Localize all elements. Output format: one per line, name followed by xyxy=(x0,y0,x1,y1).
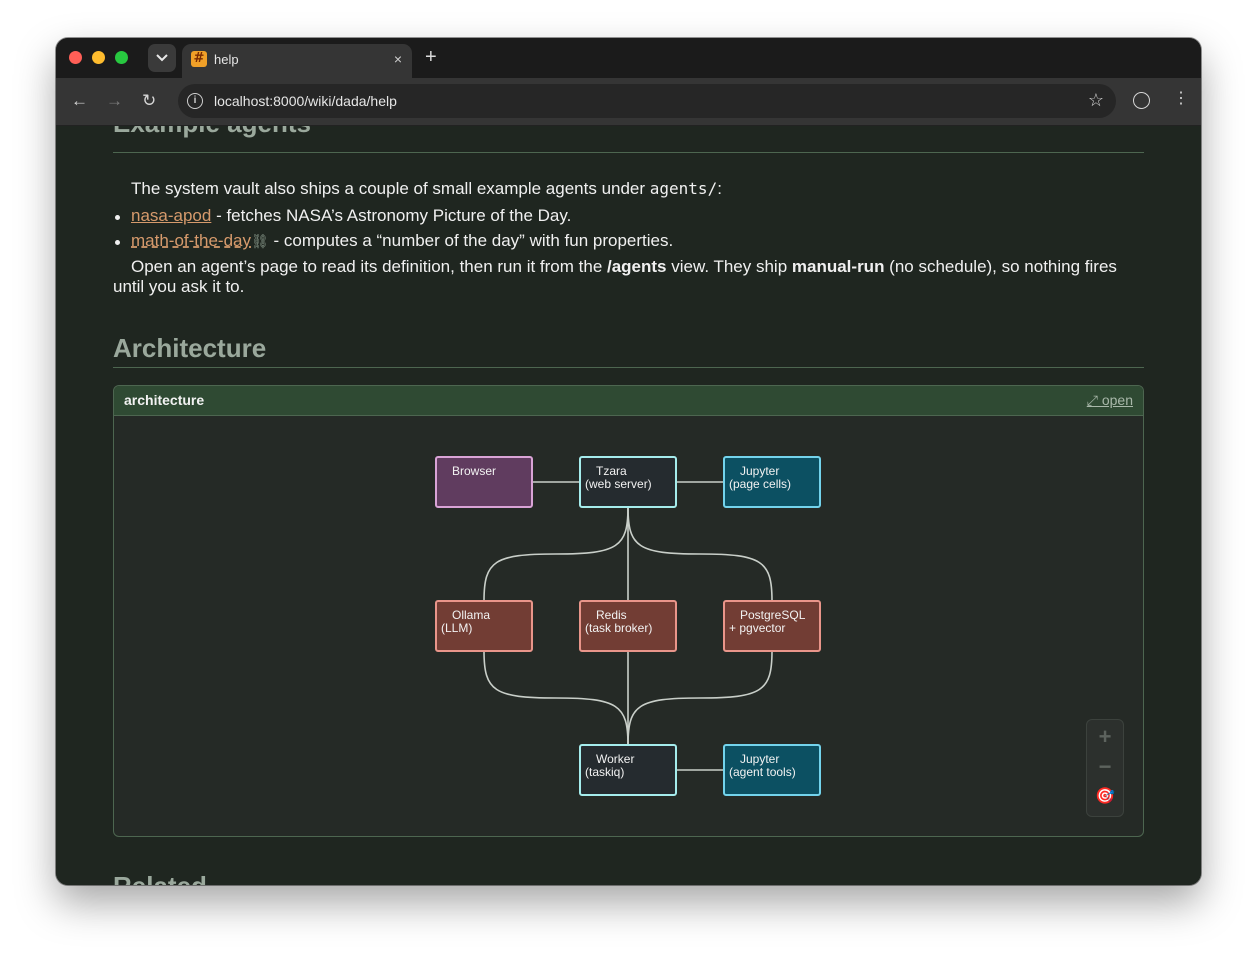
node-label-tzara: (web server) xyxy=(585,477,652,491)
tab-strip: # help × + xyxy=(56,38,1201,78)
node-box-ollama xyxy=(435,600,533,652)
node-label-jupyter_page: Jupyter xyxy=(740,464,779,478)
node-jupyter_agent[interactable]: Jupyter(agent tools) xyxy=(723,744,821,796)
node-label-tzara: Tzara xyxy=(596,464,627,478)
agents-view-strong: /agents xyxy=(607,257,667,276)
bookmark-star-icon[interactable]: ☆ xyxy=(1087,90,1104,110)
browser-toolbar: ← → ↻ i localhost:8000/wiki/dada/help ☆ … xyxy=(56,78,1201,126)
hash-favicon-icon: # xyxy=(191,51,207,67)
node-tzara[interactable]: Tzara(web server) xyxy=(579,456,677,508)
edge-tzara-postgres xyxy=(627,506,773,602)
page-content: Example agents The system vault also shi… xyxy=(56,126,1201,885)
tab-help[interactable]: # help × xyxy=(182,44,412,78)
zoom-controls: + − 🎯 xyxy=(1086,719,1124,817)
node-jupyter_page[interactable]: Jupyter(page cells) xyxy=(723,456,821,508)
maximize-window-button[interactable] xyxy=(115,51,128,64)
node-label-postgres: + pgvector xyxy=(729,621,785,635)
broken-link-icon: ⛓ xyxy=(251,233,269,249)
node-box-jupyter_page xyxy=(723,456,821,508)
forward-arrow-icon[interactable]: → xyxy=(106,91,123,110)
intro-text: The system vault also ships a couple of … xyxy=(131,179,650,198)
edge-ollama-worker xyxy=(483,650,629,746)
agents-code: agents/ xyxy=(649,179,718,198)
minimize-window-button[interactable] xyxy=(92,51,105,64)
list-item: nasa-apod - fetches NASA’s Astronomy Pic… xyxy=(113,205,673,230)
zoom-out-button[interactable]: − xyxy=(1098,754,1112,779)
node-label-jupyter_agent: Jupyter xyxy=(740,752,779,766)
node-worker[interactable]: Worker(taskiq) xyxy=(579,744,677,796)
new-tab-button[interactable]: + xyxy=(425,46,437,68)
intro-paragraph: The system vault also ships a couple of … xyxy=(131,179,722,199)
node-label-jupyter_agent: (agent tools) xyxy=(729,765,796,779)
site-info-icon[interactable]: i xyxy=(187,93,203,109)
architecture-diagram: architecture ⤢ open Browser Tzara(web ser… xyxy=(113,385,1144,837)
back-arrow-icon[interactable]: ← xyxy=(71,91,88,110)
diagram-open-link[interactable]: ⤢ open xyxy=(1086,392,1133,408)
diagram-title: architecture xyxy=(124,392,205,408)
manual-run-strong: manual-run xyxy=(791,257,885,276)
link-math-of-the-day[interactable]: math-of-the-day xyxy=(131,231,251,250)
node-label-worker: (taskiq) xyxy=(585,765,624,779)
intro-end: : xyxy=(717,179,722,198)
url-text[interactable]: localhost:8000/wiki/dada/help xyxy=(214,93,397,109)
edge-tzara-ollama xyxy=(483,506,629,602)
node-label-postgres: PostgreSQL xyxy=(740,608,806,622)
node-ollama[interactable]: Ollama(LLM) xyxy=(435,600,533,652)
run-paragraph: Open an agent’s page to read its definit… xyxy=(113,257,1123,297)
tab-title: help xyxy=(214,52,239,67)
link-nasa-apod[interactable]: nasa-apod xyxy=(131,206,212,225)
node-label-ollama: (LLM) xyxy=(441,621,472,635)
address-bar[interactable]: i localhost:8000/wiki/dada/help ☆ xyxy=(178,84,1116,118)
node-box-postgres xyxy=(723,600,821,652)
reload-icon[interactable]: ↻ xyxy=(142,91,157,110)
node-label-ollama: Ollama xyxy=(452,608,490,622)
node-postgres[interactable]: PostgreSQL+ pgvector xyxy=(723,600,821,652)
node-box-tzara xyxy=(579,456,677,508)
agent-list: nasa-apod - fetches NASA’s Astronomy Pic… xyxy=(113,205,673,255)
browser-window: # help × + ← → ↻ i localhost:8000/wiki/d… xyxy=(56,38,1201,885)
zoom-in-button[interactable]: + xyxy=(1098,724,1112,749)
node-browser[interactable]: Browser xyxy=(435,456,533,508)
profile-icon[interactable] xyxy=(1133,92,1150,109)
diagram-header: architecture ⤢ open xyxy=(114,386,1143,416)
chevron-down-icon xyxy=(156,54,168,62)
tab-search-button[interactable] xyxy=(148,44,176,72)
node-label-worker: Worker xyxy=(596,752,634,766)
node-box-redis xyxy=(579,600,677,652)
kebab-menu-icon[interactable]: ⋮ xyxy=(1173,90,1189,107)
node-label-redis: (task broker) xyxy=(585,621,652,635)
node-label-jupyter_page: (page cells) xyxy=(729,477,791,491)
node-label-browser: Browser xyxy=(452,464,496,478)
para-text: view. They ship xyxy=(666,257,792,276)
node-box-worker xyxy=(579,744,677,796)
section-heading-related: Related xyxy=(113,871,1144,885)
section-heading-example-agents: Example agents xyxy=(113,126,1144,153)
node-redis[interactable]: Redis(task broker) xyxy=(579,600,677,652)
node-label-redis: Redis xyxy=(596,608,627,622)
agent-description: - computes a “number of the day” with fu… xyxy=(268,231,674,250)
node-box-browser xyxy=(435,456,533,508)
tab-close-icon[interactable]: × xyxy=(393,51,402,67)
para-text: (no schedule), so nothing fires until yo… xyxy=(113,257,1117,296)
agent-description: - fetches NASA’s Astronomy Picture of th… xyxy=(211,206,572,225)
edge-postgres-worker xyxy=(627,650,773,746)
para-text: Open an agent’s page to read its definit… xyxy=(131,257,607,276)
reset-view-icon[interactable]: 🎯 xyxy=(1095,788,1115,805)
section-heading-architecture: Architecture xyxy=(113,333,1144,368)
list-item: math-of-the-day⛓ - computes a “number of… xyxy=(113,230,673,255)
node-box-jupyter_agent xyxy=(723,744,821,796)
close-window-button[interactable] xyxy=(69,51,82,64)
